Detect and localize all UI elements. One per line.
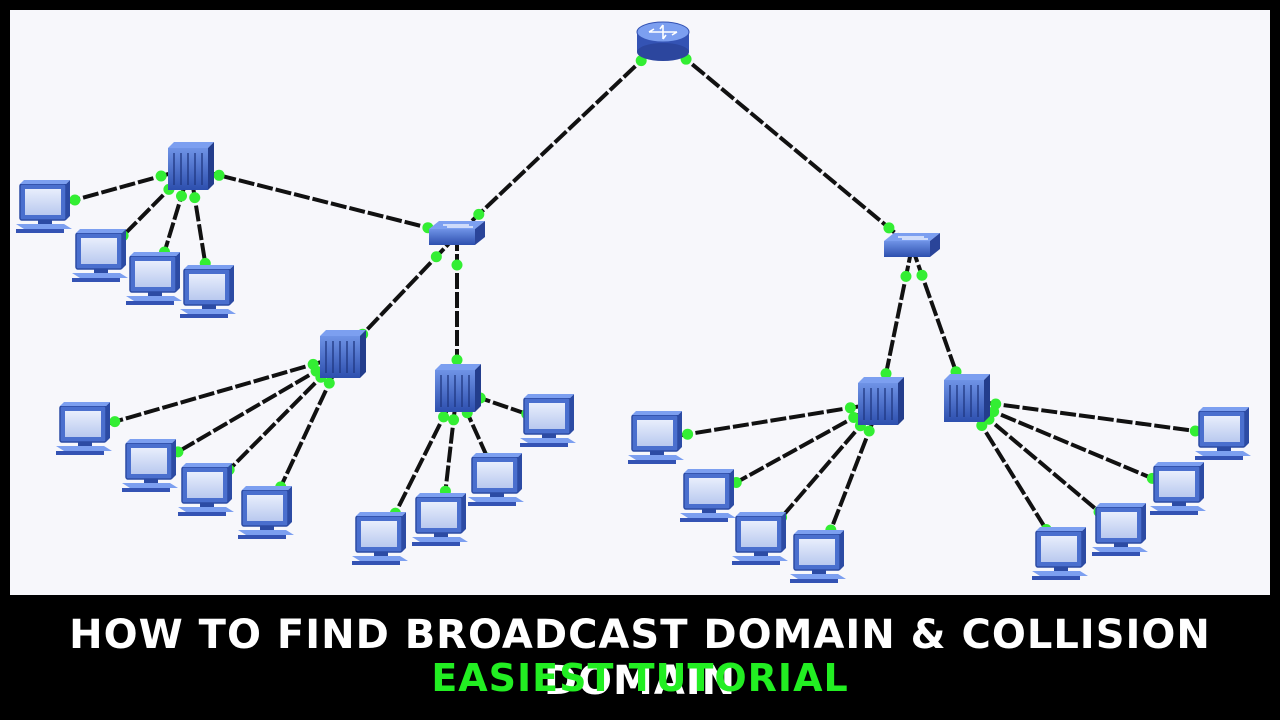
link-status-indicator: [916, 269, 928, 281]
link-status-indicator: [900, 270, 912, 282]
hub-icon: [320, 330, 366, 378]
hub-icon: [944, 374, 990, 422]
pc-icon: [56, 402, 112, 455]
router-icon: [636, 21, 690, 61]
pc-icon: [1150, 462, 1206, 515]
network-topology-diagram: [16, 21, 1251, 583]
pc-icon: [1195, 407, 1251, 460]
hub-icon: [858, 377, 904, 425]
link-status-indicator: [189, 192, 201, 204]
link-status-indicator: [109, 416, 121, 428]
pc-icon: [468, 453, 524, 506]
pc-icon: [520, 394, 576, 447]
link-hub-b-pc-b1: [85, 354, 343, 432]
link-hub-e-pc-e2: [965, 398, 1181, 492]
pc-icon: [1092, 503, 1148, 556]
link-status-indicator: [430, 251, 442, 263]
link-status-indicator: [448, 414, 460, 426]
link-status-indicator: [883, 222, 895, 234]
pc-icon: [72, 229, 128, 282]
link-router-switch-left: [455, 38, 665, 237]
link-status-indicator: [323, 377, 335, 389]
pc-icon: [238, 486, 294, 539]
link-hub-e-pc-e1: [965, 398, 1226, 437]
pc-icon: [732, 512, 788, 565]
switch-icon: [429, 221, 485, 245]
pc-icon: [790, 530, 846, 583]
pc-icon: [412, 493, 468, 546]
link-status-indicator: [976, 420, 988, 432]
link-status-indicator: [69, 194, 81, 206]
link-status-indicator: [155, 170, 167, 182]
pc-icon: [126, 252, 182, 305]
link-status-indicator: [213, 169, 225, 181]
network-diagram-canvas: [10, 10, 1270, 595]
link-switch-left-hub-a: [189, 166, 458, 237]
link-status-indicator: [682, 428, 694, 440]
link-status-indicator: [176, 190, 187, 202]
pc-icon: [180, 265, 236, 318]
link-status-indicator: [848, 412, 860, 424]
pc-icon: [1032, 527, 1088, 580]
link-router-switch-right: [661, 38, 914, 249]
pc-icon: [122, 439, 178, 492]
link-status-indicator: [473, 208, 485, 220]
pc-icon: [352, 512, 408, 565]
switch-icon: [884, 233, 940, 257]
pc-icon: [178, 463, 234, 516]
hub-icon: [435, 364, 481, 412]
link-hub-b-pc-b2: [150, 354, 344, 469]
link-status-indicator: [863, 425, 875, 437]
link-status-indicator: [880, 368, 892, 380]
pc-icon: [16, 180, 72, 233]
devices-layer: [16, 21, 1251, 583]
video-title: HOW TO FIND BROADCAST DOMAIN & COLLISION…: [69, 612, 1211, 704]
link-status-indicator: [451, 354, 463, 366]
link-status-indicator: [844, 402, 856, 414]
pc-icon: [628, 411, 684, 464]
link-status-indicator: [451, 259, 463, 271]
video-subtitle: EASIEST TUTORIAL: [431, 656, 849, 700]
pc-icon: [680, 469, 736, 522]
hub-icon: [168, 142, 214, 190]
link-status-indicator: [438, 411, 450, 423]
link-status-indicator: [1189, 425, 1201, 437]
